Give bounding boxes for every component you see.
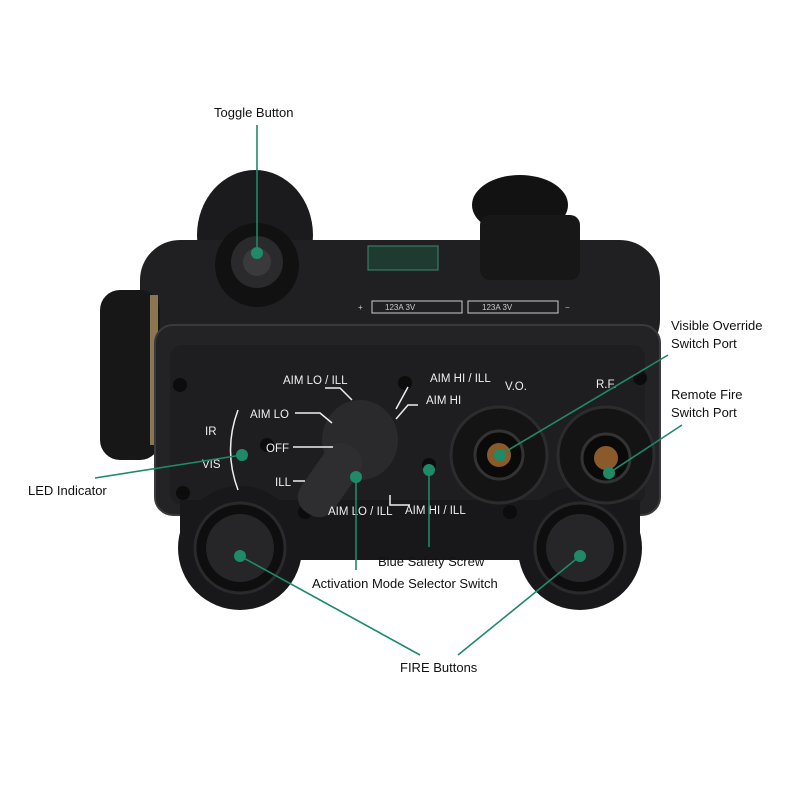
callout-toggle-button: Toggle Button — [214, 105, 294, 120]
label-ir: IR — [205, 426, 217, 438]
label-aim-lo-ill-bottom: AIM LO / ILL — [328, 506, 393, 518]
plus-mark: + — [358, 303, 363, 312]
callout-activation-switch: Activation Mode Selector Switch — [312, 576, 498, 591]
fire-button-left — [193, 501, 287, 595]
callout-remote-fire-line1: Remote Fire — [671, 387, 743, 402]
minus-mark: − — [565, 303, 570, 312]
battery-label-1: 123A 3V — [385, 303, 416, 312]
battery-label-2: 123A 3V — [482, 303, 513, 312]
label-aim-hi-ill-bottom: AIM HI / ILL — [405, 505, 466, 517]
label-aim-hi-ill-top: AIM HI / ILL — [430, 373, 491, 385]
callout-blue-safety-screw: Blue Safety Screw — [378, 554, 485, 569]
label-aim-lo-ill-top: AIM LO / ILL — [283, 375, 348, 387]
fire-button-right — [533, 501, 627, 595]
callout-dots — [234, 247, 615, 562]
toggle-button — [215, 223, 299, 307]
warning-label — [367, 245, 439, 271]
callout-led-indicator: LED Indicator — [28, 483, 107, 498]
label-vis: VIS — [202, 459, 221, 471]
callout-fire-buttons: FIRE Buttons — [400, 660, 478, 675]
battery-cap — [472, 175, 580, 280]
battery-markings: + 123A 3V 123A 3V − — [358, 300, 570, 314]
label-aim-hi: AIM HI — [426, 395, 461, 407]
label-aim-lo: AIM LO — [250, 409, 289, 421]
label-vo: V.O. — [505, 381, 527, 393]
label-off: OFF — [266, 443, 289, 455]
callout-visible-override-line1: Visible Override — [671, 318, 763, 333]
label-rf: R.F. — [596, 379, 616, 391]
panel-lines — [229, 386, 418, 506]
callout-visible-override-line2: Switch Port — [671, 336, 737, 351]
callout-lines — [94, 125, 683, 656]
callout-remote-fire-line2: Switch Port — [671, 405, 737, 420]
activation-selector-switch — [297, 400, 398, 518]
rf-port — [556, 405, 656, 505]
led-window — [260, 438, 274, 452]
label-ill: ILL — [275, 477, 292, 489]
